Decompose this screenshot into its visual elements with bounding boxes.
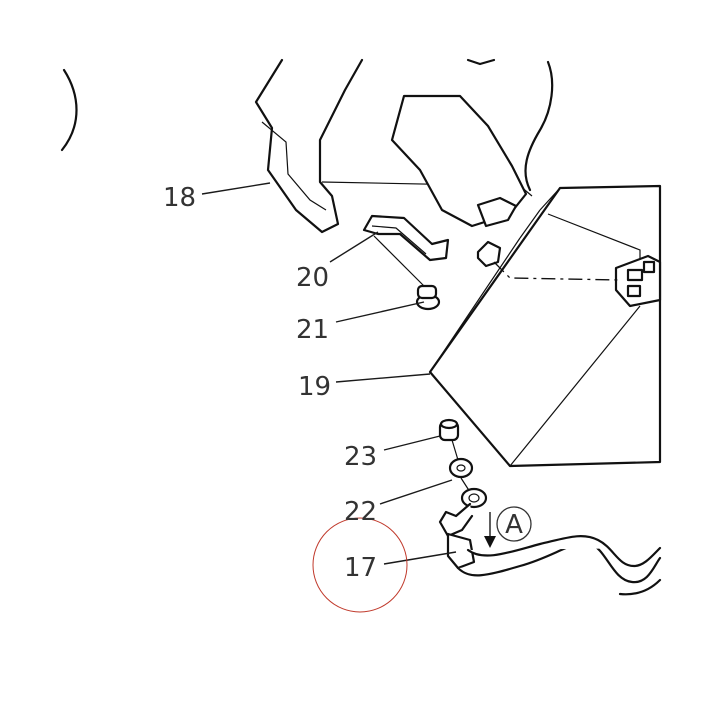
callout-17[interactable]: 17 <box>344 553 377 583</box>
view-a-circle <box>496 506 532 542</box>
leader-19 <box>335 373 431 383</box>
leader-20 <box>329 231 379 263</box>
part-18-shroud[interactable] <box>254 58 554 234</box>
leader-18 <box>201 182 271 195</box>
callout-19[interactable]: 19 <box>298 372 331 402</box>
callout-22[interactable]: 22 <box>344 497 377 527</box>
edge-fragment <box>60 68 78 152</box>
part-22-washer[interactable] <box>448 439 474 493</box>
view-a-label: A <box>505 510 523 540</box>
leader-23 <box>383 435 441 451</box>
part-19-module[interactable] <box>428 184 662 468</box>
part-21-bolt[interactable] <box>373 235 441 311</box>
leader-17 <box>383 551 457 565</box>
view-a-arrow <box>484 512 496 548</box>
callout-20[interactable]: 20 <box>296 263 329 293</box>
leader-21 <box>335 301 425 323</box>
leader-22 <box>379 479 453 505</box>
part-20-bracket[interactable] <box>362 214 450 262</box>
callout-18[interactable]: 18 <box>163 183 196 213</box>
callout-21[interactable]: 21 <box>296 315 329 345</box>
part-23-bolt[interactable] <box>438 418 460 442</box>
highlight-circle-17 <box>312 517 408 613</box>
callout-23[interactable]: 23 <box>344 442 377 472</box>
part-17-hose[interactable] <box>438 487 662 596</box>
